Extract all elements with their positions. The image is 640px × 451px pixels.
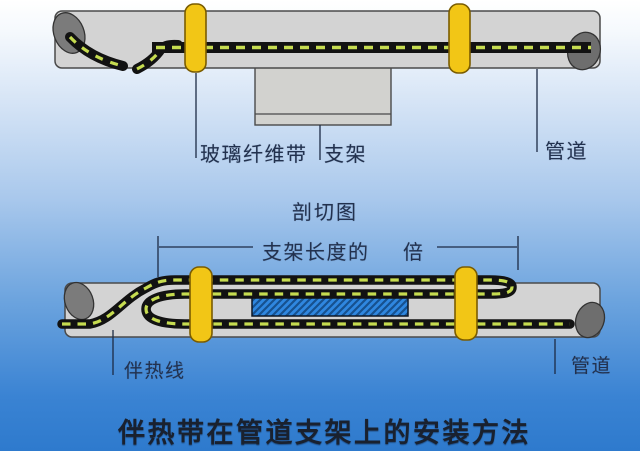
label-pipe-top: 管道 (545, 141, 588, 163)
leader-lines-top (195, 69, 538, 160)
heat-trace-cable-bottom (57, 275, 575, 329)
heat-trace-cable-top (65, 32, 591, 74)
pipe-shape-top (52, 10, 602, 71)
label-pipe-bottom: 管道 (571, 356, 613, 377)
support-plate-hatched (251, 296, 409, 317)
section-view-caption: 剖切图 (292, 202, 358, 224)
leader-lines-bottom (112, 330, 556, 375)
dimension-label-suffix: 倍 (403, 242, 425, 264)
fiber-tape-band-left-top (184, 3, 207, 73)
pipe-end-cap-right-bottom (574, 301, 606, 339)
dimension-lines (157, 236, 519, 277)
installation-view (57, 236, 606, 375)
label-fiber-tape: 玻璃纤维带 (200, 144, 308, 166)
label-heat-trace: 伴热线 (124, 361, 186, 382)
label-bracket: 支架 (324, 144, 367, 166)
pipe-end-cap-left-bottom (63, 281, 95, 321)
diagram-title: 伴热带在管道支架上的安装方法 (118, 418, 531, 448)
dimension-label-prefix: 支架长度的 (262, 242, 370, 264)
fiber-tape-band-right-top (448, 3, 471, 74)
fiber-tape-band-left-bottom (189, 266, 213, 343)
fiber-tape-band-right-bottom (454, 266, 478, 341)
support-bracket-shape (254, 66, 392, 126)
section-view (52, 3, 602, 160)
